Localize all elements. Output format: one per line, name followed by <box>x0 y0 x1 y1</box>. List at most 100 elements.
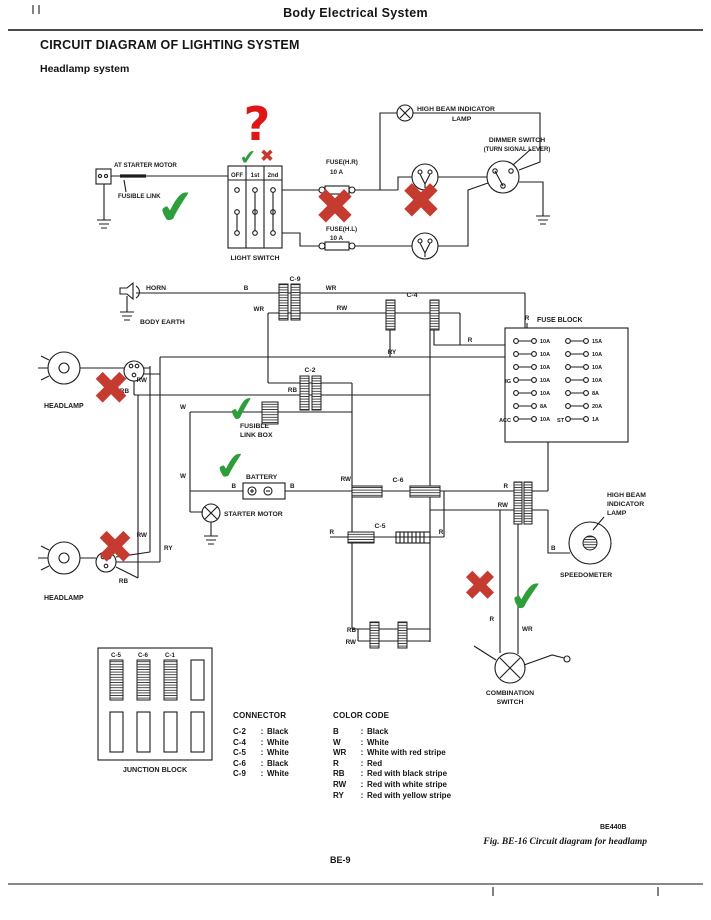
wiring-lines <box>80 112 605 666</box>
label-sw-2nd: 2nd <box>268 173 279 179</box>
diagram-labels: AT STARTER MOTOR FUSIBLE LINK OFF 1st 2n… <box>44 106 646 774</box>
figure-caption: Fig. BE-16 Circuit diagram for headlamp <box>483 837 647 847</box>
legend-sep: : <box>360 748 364 758</box>
connector-c4-bar <box>429 299 440 331</box>
fuse-code-acc: ACC <box>499 418 511 424</box>
connector-c9-bar <box>290 283 301 321</box>
fuse-code-ig: IG <box>505 379 511 385</box>
wire-label-rw: RW <box>341 476 351 483</box>
label-link-box: LINK BOX <box>240 432 273 439</box>
legend-row: RY:Red with yellow stripe <box>333 791 513 802</box>
fuse-block-symbol <box>504 327 629 443</box>
speedometer-symbol <box>568 521 612 565</box>
page-rules <box>8 5 703 896</box>
label-fuse-hl-amp: 10 A <box>330 235 344 242</box>
wire-label-rb: RB <box>288 387 298 394</box>
legend-code: C-2 <box>233 727 246 736</box>
legend-code: C-5 <box>233 748 246 758</box>
legend-row: R:Red <box>333 759 513 770</box>
label-dimmer-switch: DIMMER SWITCH <box>489 137 545 144</box>
legend-value: Black <box>267 758 289 768</box>
connector-bars <box>278 283 533 649</box>
label-fuse-block: FUSE BLOCK <box>537 317 583 324</box>
label-fuse-hr: FUSE(H.R) <box>326 159 358 166</box>
wire-label-r: R <box>489 616 494 623</box>
label-fuse-hl: FUSE(H.L) <box>326 226 357 233</box>
legend-value: White <box>267 737 289 747</box>
wire-label-wr: WR <box>254 306 265 313</box>
label-junction-block: JUNCTION BLOCK <box>123 765 188 774</box>
label-body-earth: BODY EARTH <box>140 319 185 326</box>
headlamp-upper-symbol <box>38 351 145 385</box>
wire-label-r: R <box>503 483 508 490</box>
wire-label-b: B <box>244 285 249 292</box>
label-at-starter-motor: AT STARTER MOTOR <box>114 162 177 169</box>
legend-value: Black <box>267 727 289 736</box>
legend-code: W <box>333 737 341 747</box>
horn-symbol <box>119 281 140 301</box>
legend-value: White <box>267 769 289 779</box>
label-fusible-link: FUSIBLE LINK <box>118 193 161 200</box>
headlamp-bulb-lh-symbol <box>411 232 439 260</box>
legend-sep: : <box>260 737 264 747</box>
wire-label-rw: RW <box>137 532 147 539</box>
legend-row: WR:White with red stripe <box>333 748 513 759</box>
doc-code: BE440B <box>600 824 627 831</box>
label-battery: BATTERY <box>246 474 278 481</box>
high-beam-indicator-lamp-symbol <box>396 104 414 122</box>
page-number: BE-9 <box>330 855 351 865</box>
legend-value: Red with white stripe <box>367 779 448 789</box>
fuse-amp: 10A <box>540 378 550 384</box>
wire-label-r: R <box>439 529 444 536</box>
label-high-beam-indicator: HIGH BEAM INDICATOR <box>417 106 495 113</box>
fuse-amp: 10A <box>540 391 550 397</box>
connector-bottom-bar <box>397 621 408 649</box>
legend-connector-header: CONNECTOR <box>233 711 287 720</box>
label-high-beam: HIGH BEAM <box>607 492 646 499</box>
wire-label-b: B <box>290 483 295 490</box>
page-header: Body Electrical System <box>283 6 428 20</box>
fuse-code-st: ST <box>557 418 565 424</box>
connector-c9-bar <box>278 283 289 321</box>
battery-symbol <box>242 482 286 500</box>
wire-label-ry: RY <box>164 545 173 552</box>
label-speedometer: SPEEDOMETER <box>560 572 612 579</box>
legend-code: RB <box>333 769 345 779</box>
fuse-amp: 1A <box>592 417 599 423</box>
connector-right-bar <box>513 481 523 525</box>
legend-code: WR <box>333 748 347 758</box>
starter-motor-symbol <box>201 503 221 523</box>
page-title: CIRCUIT DIAGRAM OF LIGHTING SYSTEM <box>40 38 300 52</box>
fuse-amp: 10A <box>540 365 550 371</box>
legend-row: W:White <box>333 738 513 749</box>
legend-sep: : <box>360 779 364 789</box>
wire-label-r: R <box>468 337 473 344</box>
label-switch: SWITCH <box>497 699 524 706</box>
wire-label-rw: RW <box>498 502 508 509</box>
label-headlamp-lower: HEADLAMP <box>44 595 84 602</box>
label-lamp: LAMP <box>452 116 472 123</box>
label-connector-c4: C-4 <box>407 292 418 299</box>
wire-label-rw: RW <box>346 639 356 646</box>
label-jb-c1: C-1 <box>165 652 176 659</box>
label-connector-c9: C-9 <box>290 276 301 283</box>
label-fusible: FUSIBLE <box>240 423 270 430</box>
starter-motor-connector-symbol <box>95 168 112 185</box>
legend-value: Red <box>367 758 383 768</box>
legend-value: Black <box>367 727 389 736</box>
legend-value: Red with yellow stripe <box>367 790 452 800</box>
legend-sep: : <box>360 769 364 779</box>
wire-label-rb: RB <box>347 627 357 634</box>
legend-row: RW:Red with white stripe <box>333 780 513 791</box>
connector-bottom-bar <box>369 621 380 649</box>
wire-label-rw: RW <box>337 305 347 312</box>
legend-value: White <box>367 737 389 747</box>
combination-switch-symbol <box>494 652 571 684</box>
wire-label-w: W <box>180 473 186 480</box>
connector-c2-bar <box>299 375 310 411</box>
legend-sep: : <box>360 727 364 736</box>
connector-c6-bar <box>409 485 441 498</box>
fuse-amp: 20A <box>592 404 602 410</box>
legend-row: C-9:White <box>233 769 328 780</box>
